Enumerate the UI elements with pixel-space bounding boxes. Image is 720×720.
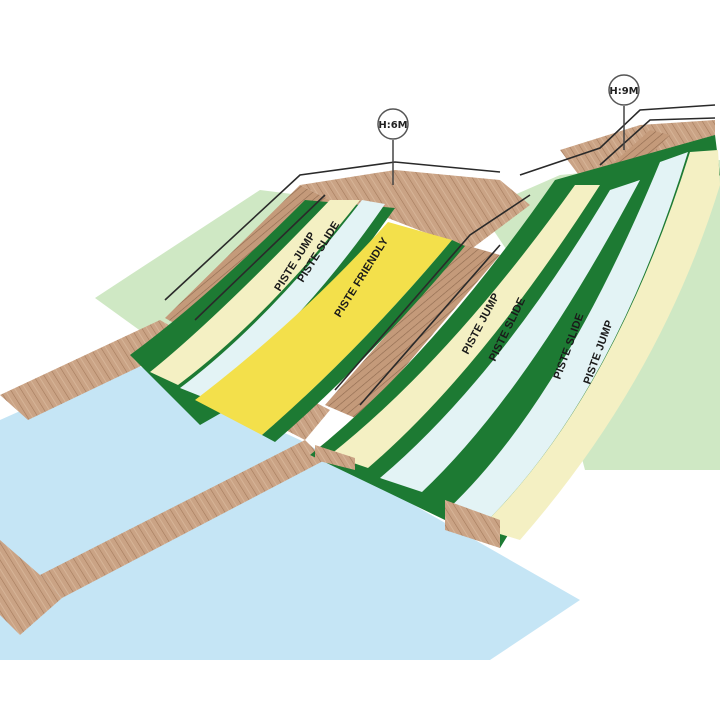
lane-small-jump <box>150 200 360 385</box>
small-slide-end-block <box>315 445 355 470</box>
height-marker-9m-circle <box>608 74 640 106</box>
left-stair-railing-inner <box>194 194 326 321</box>
height-marker-6m: H:6M <box>377 108 409 140</box>
left-stair-railing <box>164 161 501 301</box>
big-slide-end-block <box>445 500 500 548</box>
height-marker-6m-circle <box>377 108 409 140</box>
lane-small-slide <box>180 200 385 398</box>
big-slide-group <box>310 135 720 548</box>
lane-big-jump-right <box>480 150 720 540</box>
boardwalk-middle <box>40 440 325 598</box>
railings <box>164 104 716 406</box>
lane-friendly <box>195 222 452 435</box>
top-deck <box>300 170 530 250</box>
boardwalk-left-vertical <box>0 540 62 635</box>
high-deck-railing <box>519 104 716 176</box>
small-slide-group <box>130 200 465 442</box>
high-deck-railing-inner <box>599 117 716 166</box>
height-marker-6m-label: H:6M <box>378 120 407 131</box>
middle-stair-railing-inner <box>359 244 501 406</box>
height-marker-9m: H:9M <box>608 74 640 106</box>
height-marker-9m-label: H:9M <box>609 86 638 97</box>
lane-big-slide-left <box>380 180 640 492</box>
lane-big-slide-right <box>445 152 688 528</box>
lane-big-jump-left <box>330 185 600 468</box>
water-pool <box>0 362 580 660</box>
friendly-edge <box>262 240 465 442</box>
middle-stair-railing <box>334 194 531 391</box>
middle-staircase <box>325 245 500 420</box>
